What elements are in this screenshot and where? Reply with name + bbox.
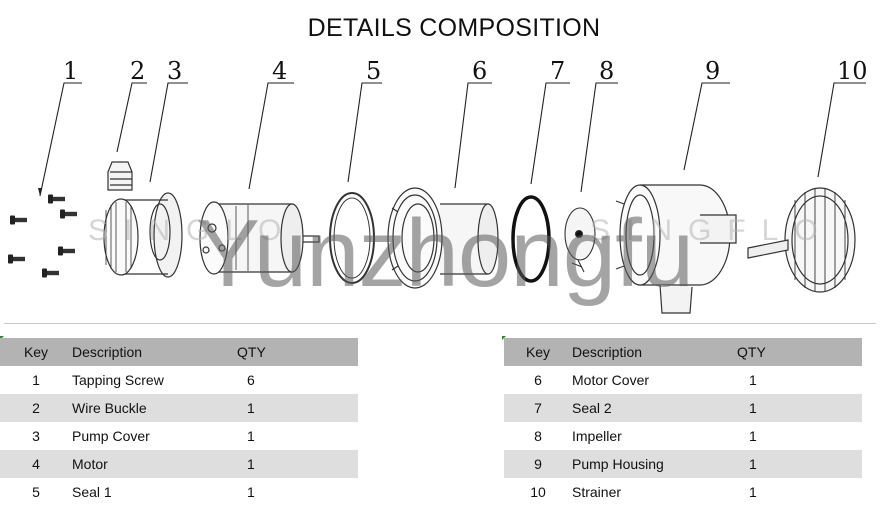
row-qty: 6 [247,372,255,388]
row-key: 2 [0,394,72,422]
row-description: Impeller [572,428,622,444]
table-header-row: Key Description QTY [0,338,358,366]
diagram-title: DETAILS COMPOSITION [307,14,601,42]
row-description: Seal 1 [72,484,112,500]
svg-text:3: 3 [167,57,182,85]
row-qty: 1 [749,428,757,444]
row-description: Pump Housing [572,450,737,478]
row-key: 1 [32,372,40,388]
row-description: Tapping Screw [72,372,164,388]
pump-cover [103,192,183,278]
header-description: Description [72,338,237,366]
svg-text:8: 8 [599,57,614,85]
motor [199,201,320,275]
row-qty: 1 [749,372,757,388]
table-row: 1 Tapping Screw 6 [0,366,358,394]
row-qty: 1 [237,394,358,422]
row-description: Pump Cover [72,428,150,444]
watermark-main: Yunzhongfu [196,200,694,307]
pump-housing [615,184,737,314]
callout-9: 9 [683,57,730,171]
callout-7: 7 [530,57,570,185]
row-key: 5 [32,484,40,500]
row-qty: 1 [247,428,255,444]
callout-4: 4 [248,57,294,190]
row-key: 10 [530,484,546,500]
divider-rule [4,323,876,324]
row-qty: 1 [737,450,862,478]
parts-table-right: Key Description QTY 6 Motor Cover 1 7 Se… [504,338,862,506]
callout-5: 5 [347,57,382,183]
parts-table-left: Key Description QTY 1 Tapping Screw 6 2 … [0,338,358,506]
row-description: Strainer [572,484,622,500]
callout-6: 6 [454,57,492,189]
svg-text:1: 1 [63,57,78,85]
table-row: 4 Motor 1 [0,450,358,478]
svg-text:4: 4 [272,57,287,85]
svg-text:2: 2 [130,57,145,85]
row-qty: 1 [737,394,862,422]
row-qty: 1 [247,484,255,500]
callout-3: 3 [149,57,188,183]
motor-cover [387,187,499,289]
table-row: 8 Impeller 1 [504,422,862,450]
table-row: 3 Pump Cover 1 [0,422,358,450]
table-row: 2 Wire Buckle 1 [0,394,358,422]
impeller [564,207,596,273]
svg-text:6: 6 [472,57,487,85]
strainer [747,187,856,293]
row-qty: 1 [237,450,358,478]
row-qty: 1 [749,484,757,500]
svg-text:10: 10 [837,57,868,85]
table-row: 7 Seal 2 1 [504,394,862,422]
callout-2: 2 [116,57,147,153]
wire-buckle [107,161,133,191]
header-qty: QTY [237,338,358,366]
header-description: Description [572,338,737,366]
callout-1: 1 [38,57,82,197]
svg-text:9: 9 [705,57,720,85]
seal-1 [329,192,375,284]
row-key: 8 [534,428,542,444]
table-header-row: Key Description QTY [504,338,862,366]
svg-text:5: 5 [366,57,381,85]
header-key: Key [0,338,72,366]
header-qty: QTY [737,338,862,366]
row-description: Motor [72,450,237,478]
row-description: Wire Buckle [72,394,237,422]
row-description: Seal 2 [572,394,737,422]
watermark-faint-right: SINGFLO [590,214,834,247]
exploded-view-drawing: 1 2 3 4 5 6 7 8 9 10 [8,57,868,314]
table-row: 6 Motor Cover 1 [504,366,862,394]
table-row: 5 Seal 1 1 [0,478,358,506]
seal-2 [511,195,551,283]
header-key: Key [504,338,572,366]
callout-10: 10 [817,57,868,178]
row-key: 4 [0,450,72,478]
row-key: 7 [504,394,572,422]
row-key: 9 [504,450,572,478]
svg-text:7: 7 [550,57,565,85]
tapping-screws [8,194,77,278]
table-row: 9 Pump Housing 1 [504,450,862,478]
watermark-faint-left: SINGLO [88,214,298,247]
row-description: Motor Cover [572,372,650,388]
callout-8: 8 [580,57,618,193]
row-key: 3 [32,428,40,444]
table-row: 10 Strainer 1 [504,478,862,506]
row-key: 6 [534,372,542,388]
